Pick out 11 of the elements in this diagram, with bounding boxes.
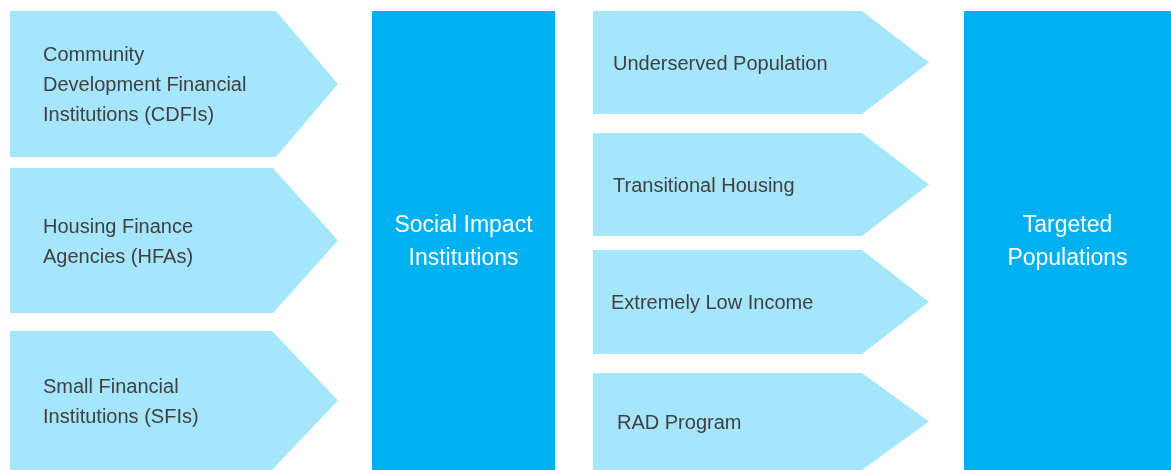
node-label: RAD Program [617, 409, 743, 435]
node-label: Community Development Financial Institutions (CDFIs) [43, 42, 248, 127]
node-label: Targeted Populations [1006, 209, 1129, 272]
process-bar [964, 11, 1171, 470]
node-label: Housing Finance Agencies (HFAs) [43, 213, 195, 269]
node-label: Extremely Low Income [611, 290, 815, 315]
node-label: Transitional Housing [613, 172, 796, 198]
node-label: Small Financial Institutions (SFIs) [43, 373, 200, 429]
node-label: Social Impact Institutions [393, 209, 534, 272]
process-bar [372, 11, 555, 470]
node-label: Underserved Population [613, 50, 829, 76]
